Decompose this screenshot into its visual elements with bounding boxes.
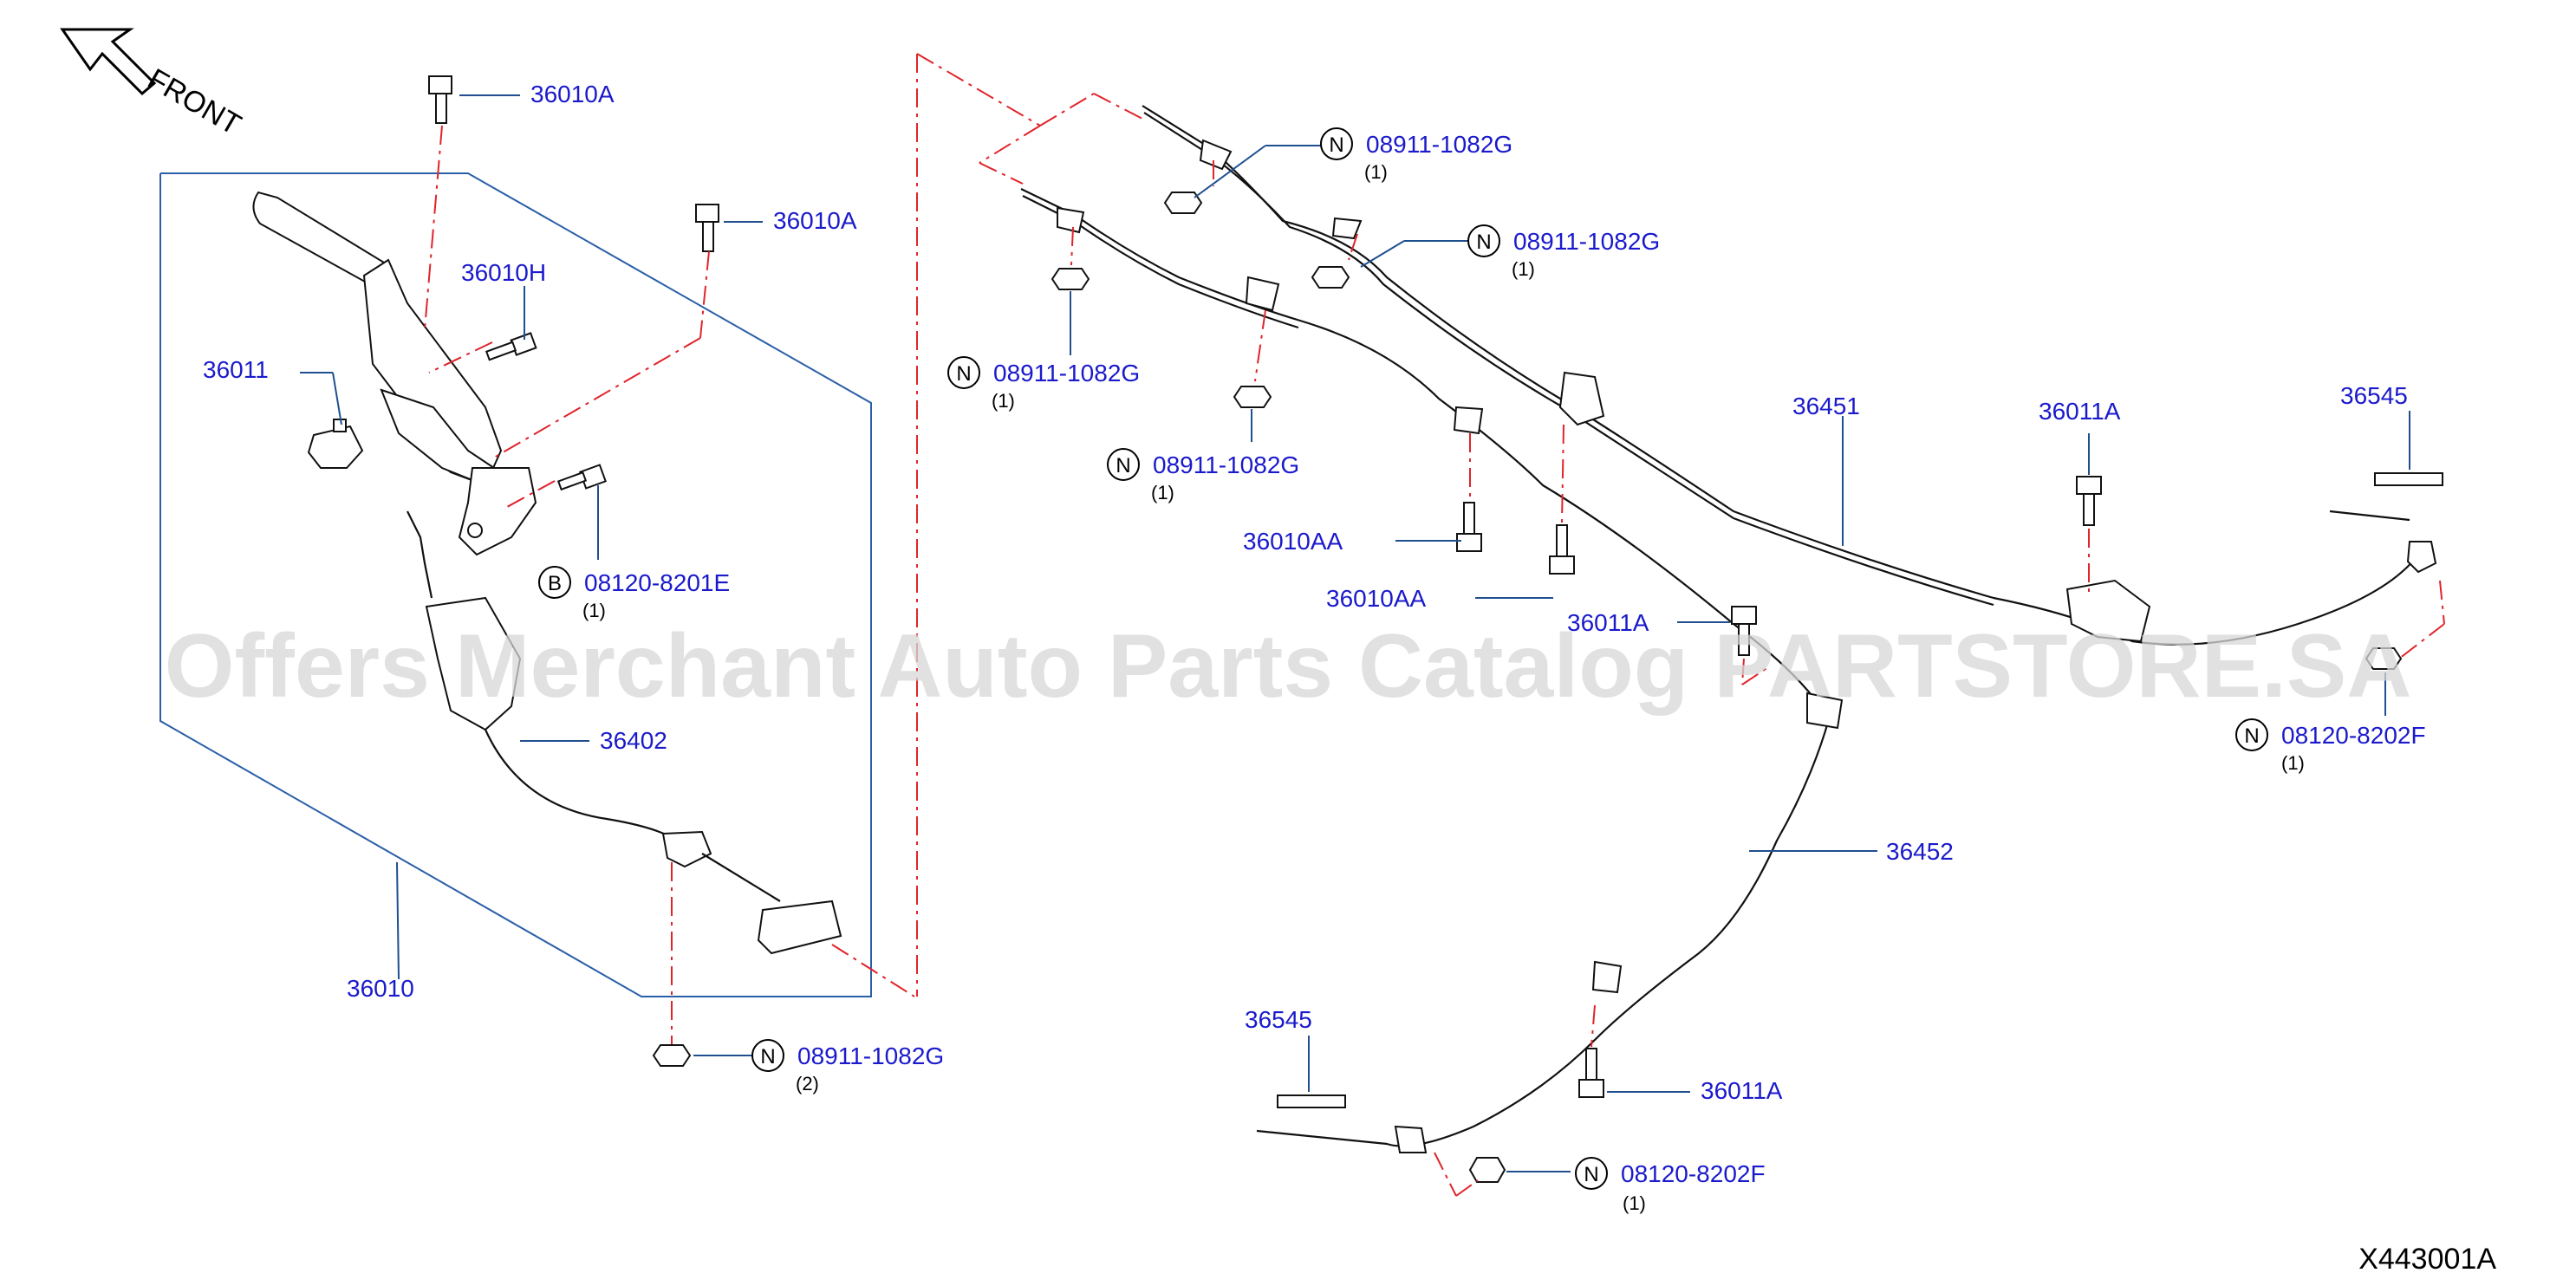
nut-08120-8202F-top <box>2365 647 2403 670</box>
switch-36011 <box>307 419 364 469</box>
phantom-line <box>916 53 1041 127</box>
phantom-line <box>424 125 443 330</box>
bolt-36010AA-a <box>1456 502 1482 552</box>
phantom-line <box>979 162 1024 185</box>
phantom-line <box>1434 1152 1457 1197</box>
label-08911-t4: 08911-1082G <box>1153 451 1299 478</box>
label-08911-left: 08911-1082G <box>797 1042 944 1069</box>
phantom-line <box>1741 658 1745 685</box>
phantom-line <box>506 480 556 508</box>
label-08120-8202F-bot: 08120-8202F <box>1621 1160 1766 1187</box>
front-label: FRONT <box>142 62 246 141</box>
label-36545-top: 36545 <box>2340 382 2408 409</box>
label-36545-bot: 36545 <box>1245 1006 1312 1033</box>
phantom-line <box>699 250 710 339</box>
phantom-line <box>1561 424 1564 524</box>
bolt-08120-8201E <box>556 464 607 491</box>
qty-08120-8201E: (1) <box>582 600 606 621</box>
qty-08911-t4: (1) <box>1151 482 1174 503</box>
bolt-36010H <box>485 332 537 361</box>
bolt-36011A-bot <box>1578 1048 1604 1098</box>
bolt-36010AA-b <box>1549 524 1575 575</box>
phantom-line <box>428 341 493 373</box>
nut-marker-icon <box>2235 718 2268 751</box>
phantom-line <box>1348 233 1358 261</box>
phantom-line <box>1254 309 1266 382</box>
diagram-code: X443001A <box>2358 1243 2496 1276</box>
label-36011A-mid: 36011A <box>1567 609 1649 636</box>
marker-n: N <box>760 1045 775 1068</box>
nut-marker-icon <box>1320 127 1353 160</box>
marker-n: N <box>1476 231 1491 254</box>
phantom-line <box>1039 93 1095 127</box>
marker-n: N <box>1116 454 1130 477</box>
nut-08911-t3 <box>1051 268 1090 290</box>
bolt-36011A-mid <box>1731 606 1757 656</box>
bolt-marker-icon <box>538 566 571 599</box>
phantom-line <box>2439 580 2445 625</box>
phantom-line <box>1093 93 1145 120</box>
rear-cable-36451 <box>1142 105 2437 646</box>
label-36451: 36451 <box>1792 393 1860 419</box>
label-08911-t3: 08911-1082G <box>993 360 1140 386</box>
phantom-line <box>979 125 1041 164</box>
phantom-line <box>1455 1179 1479 1197</box>
label-36452: 36452 <box>1886 838 1954 865</box>
nut-08911-t1 <box>1163 192 1203 214</box>
bolt-36011A-top <box>2076 476 2102 526</box>
assembly-box-outline <box>159 172 872 997</box>
label-08120-8201E: 08120-8201E <box>584 569 730 596</box>
phantom-line <box>1070 226 1074 266</box>
front-arrow-icon <box>60 28 157 96</box>
spring-36545-bot <box>1277 1094 1346 1108</box>
bolt-36010A-right <box>695 204 719 252</box>
label-36010H: 36010H <box>461 259 546 286</box>
nut-08120-8202F-bot <box>1468 1157 1506 1183</box>
marker-n: N <box>956 362 971 386</box>
label-08911-t2: 08911-1082G <box>1513 228 1660 255</box>
phantom-line <box>1590 1004 1596 1048</box>
qty-08911-t1: (1) <box>1364 161 1388 183</box>
label-36011A-bot: 36011A <box>1701 1077 1783 1104</box>
marker-n: N <box>2244 724 2259 748</box>
nut-08911-t4 <box>1233 386 1272 408</box>
front-cable-36402 <box>425 596 842 955</box>
nut-marker-icon <box>751 1039 784 1072</box>
label-36010: 36010 <box>347 975 414 1002</box>
label-36010AA-a: 36010AA <box>1243 528 1343 555</box>
phantom-line <box>831 944 915 997</box>
label-36011A-top: 36011A <box>2039 398 2121 425</box>
nut-marker-icon <box>1467 224 1500 257</box>
watermark-text: Offers Merchant Auto Parts Catalog PARTS… <box>165 616 2412 717</box>
nut-marker-icon <box>1107 448 1140 481</box>
nut-08911-t2 <box>1311 266 1350 289</box>
nut-08911-left <box>652 1044 692 1067</box>
label-08120-8202F-top: 08120-8202F <box>2281 722 2426 749</box>
qty-08911-t2: (1) <box>1512 258 1535 280</box>
label-36402: 36402 <box>600 727 667 754</box>
qty-08911-left: (2) <box>796 1073 819 1094</box>
marker-n: N <box>1584 1163 1598 1186</box>
qty-08911-t3: (1) <box>992 390 1015 412</box>
marker-b: B <box>548 572 562 595</box>
qty-08120-8202F-bot: (1) <box>1623 1192 1646 1214</box>
spring-36545-top <box>2374 472 2443 486</box>
parking-brake-lever <box>252 191 537 599</box>
label-36010AA-b: 36010AA <box>1326 585 1427 612</box>
marker-n: N <box>1329 133 1343 157</box>
label-36010A-top: 36010A <box>530 81 615 107</box>
phantom-line <box>2398 623 2445 659</box>
leader-lines <box>300 94 2410 1172</box>
label-08911-t1: 08911-1082G <box>1366 131 1512 158</box>
phantom-line <box>1741 666 1769 685</box>
nut-marker-icon <box>947 356 980 389</box>
label-36011: 36011 <box>203 356 269 383</box>
bolt-36010A-top <box>428 75 452 124</box>
qty-08120-8202F-top: (1) <box>2281 752 2305 774</box>
phantom-line <box>493 337 701 458</box>
nut-marker-icon <box>1575 1157 1608 1190</box>
label-36010A-right: 36010A <box>773 207 857 234</box>
